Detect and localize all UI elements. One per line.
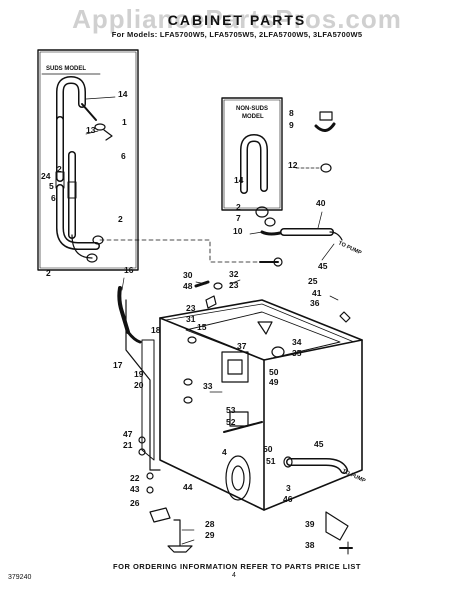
callout-32: 32: [229, 269, 239, 279]
callout-9: 9: [289, 120, 294, 130]
callout-22: 22: [130, 473, 140, 483]
callout-23: 23: [186, 303, 196, 313]
callout-26: 26: [130, 498, 140, 508]
callout-49: 49: [269, 377, 279, 387]
non-suds-label-line-1: NON-SUDS: [236, 106, 268, 112]
callout-24: 24: [41, 171, 51, 181]
callout-43: 43: [130, 484, 140, 494]
callout-5: 5: [49, 181, 54, 191]
callout-3: 3: [286, 483, 291, 493]
callout-10: 10: [233, 226, 243, 236]
callout-51: 51: [266, 456, 276, 466]
callout-39: 39: [305, 519, 315, 529]
callout-4: 4: [222, 447, 227, 457]
callout-6: 6: [51, 193, 56, 203]
callout-16: 16: [124, 265, 134, 275]
suds-model-label: SUDS MODEL: [46, 66, 86, 72]
callout-46: 46: [283, 494, 293, 504]
ordering-note: FOR ORDERING INFORMATION REFER TO PARTS …: [113, 562, 361, 571]
model-list: For Models: LFA5700W5, LFA5705W5, 2LFA57…: [111, 30, 363, 39]
callout-30: 30: [183, 270, 193, 280]
callout-40: 40: [316, 198, 326, 208]
callout-6: 6: [121, 151, 126, 161]
page-number: 4: [232, 572, 236, 579]
callout-19: 19: [134, 369, 144, 379]
callout-18: 18: [151, 325, 161, 335]
callout-53: 53: [226, 405, 236, 415]
callout-2: 2: [46, 268, 51, 278]
callout-14: 14: [234, 175, 244, 185]
callout-25: 25: [308, 276, 318, 286]
callout-2: 2: [118, 214, 123, 224]
callout-14: 14: [118, 89, 128, 99]
callout-52: 52: [226, 417, 236, 427]
to-pump-label-upper: TO PUMP: [337, 240, 362, 256]
callout-44: 44: [183, 482, 193, 492]
callout-31: 31: [186, 314, 196, 324]
callout-45: 45: [318, 261, 328, 271]
page-title: CABINET PARTS: [167, 12, 307, 28]
document-number: 379240: [8, 574, 32, 581]
callout-23: 23: [229, 280, 239, 290]
callout-2: 2: [236, 202, 241, 212]
callout-20: 20: [134, 380, 144, 390]
callout-2: 2: [57, 164, 62, 174]
callout-15: 15: [197, 322, 207, 332]
callout-7: 7: [236, 213, 241, 223]
non-suds-model-inset: [221, 97, 283, 211]
cabinet-body: [159, 299, 363, 511]
callout-13: 13: [86, 125, 96, 135]
callout-21: 21: [123, 440, 133, 450]
callout-36: 36: [310, 298, 320, 308]
callout-41: 41: [312, 288, 322, 298]
callout-17: 17: [113, 360, 123, 370]
callout-35: 35: [292, 348, 302, 358]
callout-28: 28: [205, 519, 215, 529]
callout-37: 37: [237, 341, 247, 351]
non-suds-label-line-2: MODEL: [242, 114, 264, 120]
callout-48: 48: [183, 281, 193, 291]
callout-29: 29: [205, 530, 215, 540]
callout-50: 50: [269, 367, 279, 377]
callout-45: 45: [314, 439, 324, 449]
callout-47: 47: [123, 429, 133, 439]
suds-model-inset: [37, 49, 139, 271]
callout-12: 12: [288, 160, 298, 170]
callout-34: 34: [292, 337, 302, 347]
callout-1: 1: [122, 117, 127, 127]
callout-33: 33: [203, 381, 213, 391]
callout-50: 50: [263, 444, 273, 454]
callout-8: 8: [289, 108, 294, 118]
callout-38: 38: [305, 540, 315, 550]
